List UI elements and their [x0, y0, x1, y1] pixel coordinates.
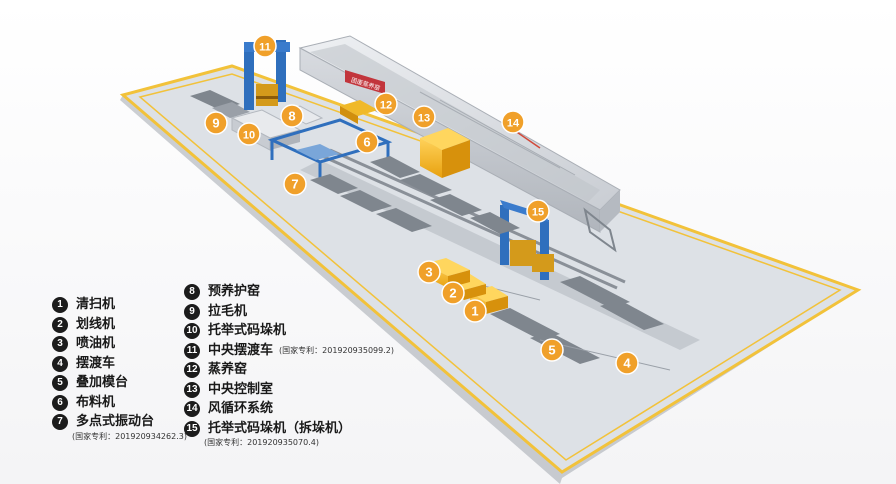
- legend-number: 15: [184, 420, 200, 437]
- badge-12: 12: [374, 92, 398, 116]
- central-control-room: [420, 128, 470, 178]
- badge-1: 1: [463, 299, 487, 323]
- legend-item-control-room: 13 中央控制室: [184, 381, 394, 402]
- legend-item-vibrating-table: 7 多点式振动台: [52, 414, 187, 434]
- badge-14: 14: [501, 110, 525, 134]
- legend-number: 1: [52, 297, 68, 313]
- badge-2: 2: [441, 281, 465, 305]
- badge-number: 6: [363, 135, 370, 150]
- badge-number: 15: [532, 207, 544, 219]
- legend-label: 中央控制室: [208, 381, 274, 397]
- legend-item-troweling: 9 拉毛机: [184, 303, 394, 324]
- legend-label: 清扫机: [76, 297, 116, 312]
- legend-patent-note: (国家专利：201920934262.3): [72, 431, 187, 441]
- legend-label: 叠加模台: [76, 375, 129, 390]
- legend-number: 11: [184, 342, 200, 359]
- legend-label: 划线机: [76, 316, 116, 332]
- legend-label: 拉毛机: [208, 303, 248, 319]
- badge-number: 5: [548, 343, 555, 358]
- legend-label: 托举式码垛机: [208, 323, 287, 338]
- legend-item-marker: 2 划线机: [52, 316, 187, 337]
- legend-item-stacked-mold: 5 叠加模台: [52, 375, 187, 395]
- badge-7: 7: [283, 172, 307, 196]
- legend-item-unstacker: 15 托举式码垛机（拆垛机）: [184, 420, 394, 441]
- badge-number: 7: [291, 177, 298, 192]
- legend-number: 2: [52, 316, 68, 333]
- legend-item-oil-sprayer: 3 喷油机: [52, 336, 187, 356]
- legend-item-steam-kiln: 12 蒸养窑: [184, 362, 394, 382]
- legend-label: 布料机: [76, 394, 116, 410]
- badge-13: 13: [412, 105, 436, 129]
- legend-label: 中央摆渡车: [208, 342, 274, 358]
- badge-11: 11: [253, 34, 277, 58]
- legend-number: 7: [52, 414, 68, 430]
- legend-number: 8: [184, 284, 200, 300]
- badge-number: 2: [449, 286, 456, 301]
- badge-number: 1: [471, 304, 478, 319]
- legend-label: 风循环系统: [208, 401, 274, 416]
- central-ferry-cart: [340, 100, 378, 124]
- badge-5: 5: [540, 338, 564, 362]
- badge-number: 10: [243, 130, 255, 142]
- badge-3: 3: [417, 260, 441, 284]
- legend-label: 托举式码垛机（拆垛机）: [208, 420, 352, 436]
- legend-number: 5: [52, 375, 68, 391]
- badge-number: 9: [212, 116, 219, 131]
- legend-label: 喷油机: [76, 336, 116, 351]
- legend-number: 12: [184, 362, 200, 378]
- legend-patent-note: (国家专利：201920935099.2): [279, 345, 394, 355]
- legend-item-cleaner: 1 清扫机: [52, 297, 187, 317]
- legend-label: 蒸养窑: [208, 362, 248, 377]
- legend-number: 9: [184, 303, 200, 320]
- legend-item-distributor: 6 布料机: [52, 394, 187, 415]
- legend-item-ferry: 4 摆渡车: [52, 355, 187, 376]
- legend-number: 14: [184, 401, 200, 417]
- badge-8: 8: [280, 104, 304, 128]
- badge-10: 10: [237, 122, 261, 146]
- legend-label: 预养护窑: [208, 284, 261, 299]
- badge-number: 8: [288, 109, 295, 124]
- badge-6: 6: [355, 130, 379, 154]
- legend-number: 3: [52, 336, 68, 352]
- badge-number: 4: [623, 356, 631, 371]
- badge-number: 11: [259, 42, 271, 54]
- troweling-machine-area: [190, 90, 250, 118]
- legend-number: 13: [184, 381, 200, 398]
- mold-pallets: [310, 156, 671, 371]
- legend-label: 多点式振动台: [76, 414, 155, 429]
- badge-9: 9: [204, 111, 228, 135]
- legend-item-fan-circulation: 14 风循环系统: [184, 401, 394, 421]
- legend-number: 4: [52, 355, 68, 372]
- badge-number: 3: [425, 265, 432, 280]
- badge-number: 14: [507, 118, 520, 130]
- factory-floor: [119, 64, 862, 484]
- badge-4: 4: [615, 351, 639, 375]
- legend-right: 8 预养护窑 9 拉毛机 10 托举式码垛机 11 中央摆渡车 (国家专利：20…: [184, 284, 394, 451]
- legend-item-pre-curing: 8 预养护窑: [184, 284, 394, 304]
- badge-15: 15: [526, 199, 550, 223]
- legend-patent-note: (国家专利：201920935070.4): [204, 438, 319, 447]
- legend-left: 1 清扫机 2 划线机 3 喷油机 4 摆渡车 5 叠加模台 6 布料机 7 多…: [52, 297, 187, 445]
- legend-number: 10: [184, 323, 200, 339]
- badge-number: 13: [418, 113, 430, 125]
- legend-number: 6: [52, 394, 68, 411]
- legend-label: 摆渡车: [76, 355, 116, 371]
- badge-number: 12: [380, 100, 392, 112]
- legend-item-palletizer: 10 托举式码垛机: [184, 323, 394, 343]
- legend-item-central-ferry: 11 中央摆渡车 (国家专利：201920935099.2): [184, 342, 394, 363]
